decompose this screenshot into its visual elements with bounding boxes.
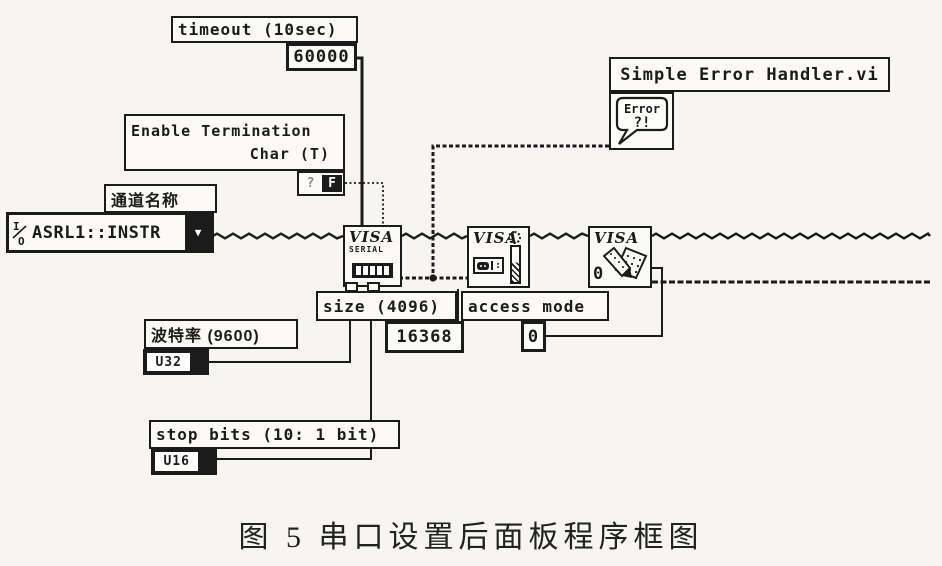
visa-configure-serial-node[interactable]: VISA SERIAL <box>343 225 402 287</box>
size-label: size (4096) <box>316 291 457 321</box>
channel-name-label: 通道名称 <box>104 184 217 213</box>
visa-open-zero: 0 <box>593 264 604 284</box>
wire-resource-1 <box>212 232 344 240</box>
svg-text:O: O <box>18 235 25 247</box>
access-mode-value-text: 0 <box>527 326 540 347</box>
size-value-text: 16368 <box>396 327 453 347</box>
stop-bits-label-text: stop bits (10: 1 bit) <box>156 425 380 444</box>
error-bubble-line2: ?! <box>634 115 651 131</box>
channel-name-label-text: 通道名称 <box>111 192 180 210</box>
buffer-top-icon <box>508 231 521 244</box>
timeout-value[interactable]: 60000 <box>286 43 357 71</box>
visa-serial-title: VISA <box>349 228 395 246</box>
wire-resource-3 <box>529 232 589 240</box>
error-handler-label-text: Simple Error Handler.vi <box>620 64 879 85</box>
enable-termination-label: Enable Termination Char (T) <box>124 114 345 171</box>
error-handler-label: Simple Error Handler.vi <box>609 57 890 92</box>
baud-rate-label: 波特率 (9600) <box>144 319 298 349</box>
wire-stop-bits <box>215 290 372 460</box>
enable-termination-line2: Char (T) <box>249 144 330 163</box>
wire-access-mode <box>546 267 663 337</box>
access-mode-label-text: access mode <box>468 296 585 316</box>
timeout-label: timeout (10sec) <box>171 16 358 43</box>
svg-text:I: I <box>13 220 20 233</box>
dropdown-arrow-icon[interactable]: ▼ <box>185 215 211 250</box>
boolean-true-glyph: ? <box>306 176 315 191</box>
io-icon: I O <box>12 220 27 247</box>
access-mode-label: access mode <box>461 291 609 321</box>
wire-termination-bool <box>345 182 384 225</box>
error-handler-node[interactable]: Error ?! <box>609 92 674 150</box>
visa-set-buffer-size-node[interactable]: VISA : <box>467 226 530 288</box>
visa-resource-value: ASRL1::INSTR <box>32 222 161 243</box>
serial-connector-icon: : <box>473 257 504 274</box>
visa-serial-subtitle: SERIAL <box>349 245 384 254</box>
notepad-pencil-icon <box>602 246 648 280</box>
baud-rate-terminal[interactable]: U32 <box>143 349 209 375</box>
enable-termination-line1: Enable Termination <box>131 122 312 140</box>
error-bubble-icon: Error ?! <box>615 96 669 145</box>
figure-caption-text: 图 5 串口设置后面板程序框图 <box>238 521 704 554</box>
baud-rate-type: U32 <box>146 352 192 372</box>
size-value[interactable]: 16368 <box>385 321 464 353</box>
wire-resource-2 <box>401 232 468 240</box>
dropdown-glyph: ▼ <box>194 226 202 239</box>
size-label-text: size (4096) <box>323 296 440 316</box>
wire-error-cluster <box>402 144 609 280</box>
wire-junction-dot <box>429 274 437 282</box>
visa-resource-control[interactable]: I O ASRL1::INSTR ▼ <box>6 212 214 253</box>
stop-bits-type: U16 <box>154 451 200 472</box>
error-bubble-line1: Error <box>624 102 660 116</box>
boolean-constant[interactable]: ? F <box>297 171 345 196</box>
wire-timeout <box>356 56 364 225</box>
dip-switch-icon <box>352 263 393 278</box>
timeout-value-text: 60000 <box>293 47 350 67</box>
visa-open-title: VISA <box>594 229 640 247</box>
boolean-false-tile: F <box>322 175 342 192</box>
wire-resource-4 <box>651 232 931 240</box>
connector-colon: : <box>495 259 502 271</box>
buffer-tube-icon <box>510 245 521 284</box>
stop-bits-terminal[interactable]: U16 <box>151 448 217 475</box>
timeout-label-text: timeout (10sec) <box>178 20 338 39</box>
visa-buffer-title: VISA <box>473 229 519 247</box>
baud-rate-label-text: 波特率 (9600) <box>151 328 260 345</box>
access-mode-value[interactable]: 0 <box>521 321 546 352</box>
figure-caption: 图 5 串口设置后面板程序框图 <box>0 512 942 556</box>
stop-bits-label: stop bits (10: 1 bit) <box>149 420 400 449</box>
visa-open-node[interactable]: VISA 0 <box>588 226 652 288</box>
